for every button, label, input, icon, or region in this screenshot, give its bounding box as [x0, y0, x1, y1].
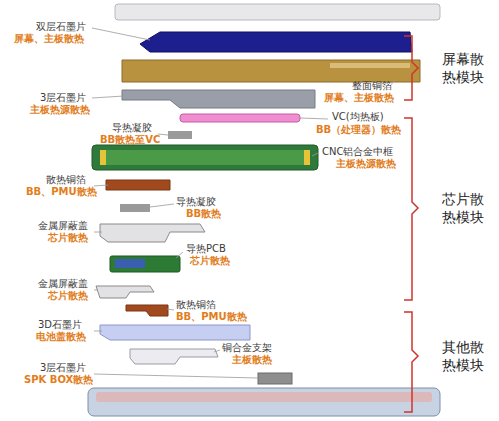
thermal-gel — [120, 204, 150, 212]
pcb-detail — [115, 259, 145, 268]
group-label: 屏幕散热模块 — [442, 50, 484, 86]
function-label: 主板散热 — [232, 354, 272, 366]
part-label: 3层石墨片 — [40, 362, 86, 374]
vapor-chamber — [180, 114, 300, 122]
group-label: 芯片散热模块 — [442, 190, 484, 226]
part-label: 双层石墨片 — [36, 21, 86, 33]
copper-foil — [126, 305, 168, 316]
part-label: 铜合金支架 — [222, 342, 272, 354]
part-label: 散热铜箔 — [176, 299, 216, 311]
group-brackets — [404, 36, 418, 412]
function-label: BB散热至VC — [100, 134, 160, 146]
part-label: 导热凝胶 — [112, 122, 152, 134]
part-label: 金属屏蔽盖 — [38, 278, 88, 290]
copper-foil — [122, 60, 420, 82]
function-label: 电池盖散热 — [36, 331, 86, 343]
function-label: 芯片散热 — [48, 290, 88, 302]
cover-detail — [96, 392, 432, 402]
part-label: 导热凝胶 — [176, 196, 216, 208]
metal-shield — [96, 286, 154, 298]
graphite-sheet — [258, 373, 292, 384]
copper-detail — [330, 63, 410, 68]
part-label: 整面铜箔 — [352, 80, 392, 92]
frame-detail — [100, 150, 310, 165]
graphite-sheet — [100, 325, 250, 340]
part-label: 3D石墨片 — [38, 319, 82, 331]
copper-foil — [106, 180, 170, 190]
frame-detail — [100, 150, 106, 165]
back-cover — [88, 388, 440, 416]
function-label: BB、PMU散热 — [176, 311, 247, 323]
thermal-gel — [168, 131, 192, 139]
part-label: VC(均热板) — [332, 111, 384, 123]
function-label: 主板热源散热 — [336, 158, 396, 170]
screen-panel — [115, 4, 440, 20]
part-label: CNC铝合金中框 — [322, 146, 393, 158]
copper-bracket — [130, 349, 218, 364]
leader-lines — [92, 28, 395, 378]
part-label: 散热铜箔 — [46, 174, 86, 186]
function-label: BB散热 — [186, 208, 221, 220]
function-label: 屏幕、主板散热 — [324, 92, 394, 104]
graphite-sheet — [140, 32, 412, 52]
function-label: 芯片散热 — [190, 255, 230, 267]
function-label: SPK BOX散热 — [24, 374, 93, 386]
function-label: BB、PMU散热 — [26, 186, 97, 198]
function-label: 芯片散热 — [48, 232, 88, 244]
graphite-sheet — [122, 90, 315, 108]
part-label: 3层石墨片 — [40, 92, 86, 104]
part-label: 导热PCB — [186, 243, 226, 255]
function-label: BB（处理器）散热 — [316, 124, 401, 136]
thermal-pcb — [110, 256, 180, 272]
part-label: 金属屏蔽盖 — [38, 220, 88, 232]
frame-detail — [304, 150, 310, 165]
group-label: 其他散热模块 — [442, 338, 484, 374]
metal-shield — [100, 224, 205, 242]
middle-frame — [92, 145, 318, 170]
function-label: 主板热源散热 — [30, 104, 90, 116]
function-label: 屏幕、主板散热 — [14, 33, 84, 45]
